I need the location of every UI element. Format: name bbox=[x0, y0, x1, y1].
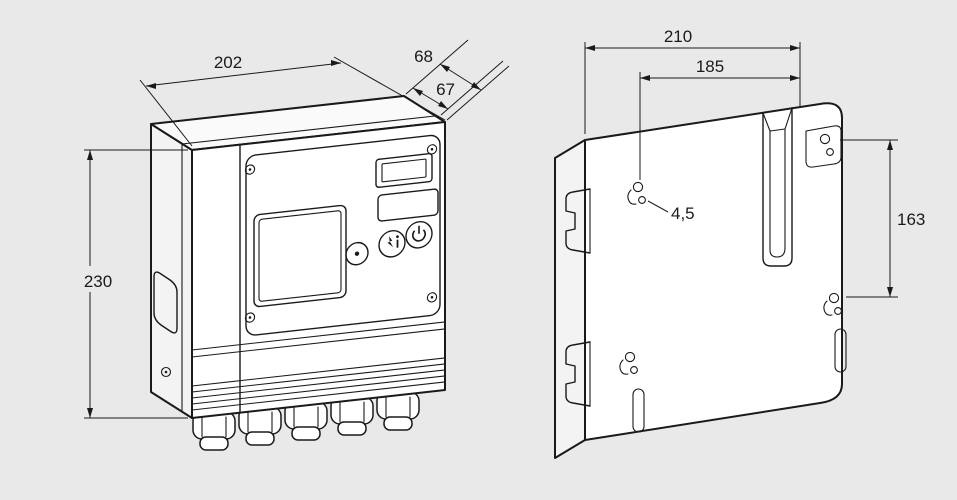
side-slot bbox=[153, 271, 178, 334]
info-label-plate bbox=[377, 188, 439, 222]
mounting-tab bbox=[805, 125, 842, 168]
rear-mounting-height-dim-label: 163 bbox=[897, 210, 925, 229]
housing-left-face bbox=[150, 123, 193, 419]
vent-slot bbox=[834, 328, 847, 373]
power-button bbox=[405, 221, 433, 249]
door-screw bbox=[244, 164, 256, 175]
control-door bbox=[245, 134, 441, 336]
vent-slot bbox=[632, 388, 645, 433]
rear-back-face bbox=[584, 102, 843, 441]
top-face-seam bbox=[181, 115, 436, 145]
dim-front-width: 202 bbox=[139, 53, 446, 147]
status-display bbox=[375, 152, 433, 188]
flash-info-icon bbox=[387, 235, 399, 248]
main-display bbox=[253, 204, 347, 308]
mounting-hole-pair bbox=[627, 181, 646, 205]
mounting-hole-pair bbox=[619, 351, 638, 375]
rear-view: 210 185 4,5 163 bbox=[554, 27, 925, 459]
dim-rear-mounting-height: 163 bbox=[840, 139, 925, 298]
door-screw bbox=[244, 312, 256, 323]
mounting-hole-pair bbox=[819, 133, 834, 156]
front-depth-housing-dim-label: 67 bbox=[436, 80, 455, 99]
rear-hole-diameter-dim-label: 4,5 bbox=[671, 204, 695, 223]
door-screws bbox=[244, 144, 438, 323]
cable-gland bbox=[376, 391, 420, 431]
rear-left-face bbox=[554, 139, 586, 459]
reset-button bbox=[345, 241, 369, 266]
hinge-bottom bbox=[565, 341, 591, 407]
mounting-hole-pair bbox=[823, 292, 842, 316]
cable-glands bbox=[192, 391, 420, 451]
door-screw bbox=[426, 292, 438, 303]
rear-mounting-width-dim-label: 185 bbox=[696, 57, 724, 76]
housing-front-face bbox=[191, 121, 446, 419]
cable-gland bbox=[330, 396, 374, 436]
front-panel bbox=[191, 134, 446, 414]
door-screw bbox=[426, 144, 438, 155]
dim-rear-mounting-width: 185 bbox=[639, 57, 800, 180]
info-button bbox=[378, 230, 406, 258]
power-icon bbox=[412, 225, 426, 242]
front-width-dim-label: 202 bbox=[214, 53, 242, 72]
front-perspective-view: 230 202 68 67 bbox=[76, 39, 510, 451]
lower-housing-grooves bbox=[191, 321, 446, 411]
front-height-dim-label: 230 bbox=[84, 272, 112, 291]
side-screw bbox=[160, 366, 172, 378]
mounting-channel bbox=[762, 107, 793, 267]
reset-icon bbox=[354, 251, 360, 256]
cable-gland bbox=[284, 401, 328, 441]
hinge-top bbox=[565, 188, 591, 254]
rear-overall-width-dim-label: 210 bbox=[664, 27, 692, 46]
dim-front-height: 230 bbox=[76, 149, 188, 419]
dim-rear-overall-width: 210 bbox=[584, 27, 801, 134]
front-depth-total-dim-label: 68 bbox=[414, 47, 433, 66]
dim-front-depth: 68 67 bbox=[405, 39, 510, 121]
dim-rear-hole-diameter: 4,5 bbox=[647, 200, 695, 223]
